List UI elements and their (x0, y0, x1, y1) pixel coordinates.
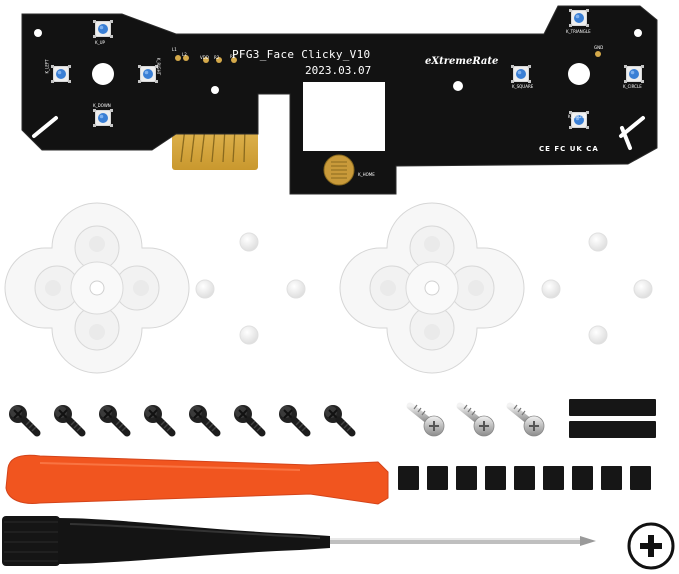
silk-k-circle: K_CIRCLE (623, 84, 642, 89)
tact-switch-left (51, 65, 71, 83)
silver-screw (460, 405, 494, 436)
silicone-dot (239, 325, 259, 345)
silk-k-cross: K_CROSS (568, 114, 587, 119)
silicone-dot (633, 279, 653, 299)
silk-k-square: K_SQUARE (512, 84, 534, 89)
silver-screw (510, 405, 544, 436)
tact-switch-square (511, 65, 531, 83)
silk-k-up: K_UP (95, 40, 105, 45)
dpad-membrane-right (339, 202, 525, 374)
silicone-dot (239, 232, 259, 252)
black-screw (54, 405, 82, 433)
screwdriver (2, 516, 596, 566)
silicone-dot (286, 279, 306, 299)
silicone-dot (541, 279, 561, 299)
silicone-dot (588, 232, 608, 252)
certification-marks: CE FC UK CA (539, 145, 599, 153)
phillips-plus-icon (627, 522, 675, 570)
pcb-brand-label: eXtremeRate (425, 56, 499, 67)
black-screw (144, 405, 172, 433)
pry-tool (5, 454, 389, 505)
silk-r2: R2 (214, 55, 220, 60)
silk-gnd: GND (594, 45, 604, 50)
dpad-membrane-left (4, 202, 190, 374)
silk-vdd: VDD (200, 55, 209, 60)
pcb-model-label: PFG3_Face Clicky_V10 (232, 48, 371, 61)
black-screw (234, 405, 262, 433)
pcb-date-label: 2023.03.07 (305, 64, 372, 77)
black-screw (324, 405, 352, 433)
tact-switch-up (93, 20, 113, 38)
silk-k-triangle: K_TRIANGLE (566, 29, 591, 34)
pcb-cutout (303, 82, 385, 151)
silk-k-right: K_RIGHT (156, 57, 162, 76)
foam-squares (398, 466, 651, 490)
silver-screw (410, 405, 444, 436)
silicone-dot (195, 279, 215, 299)
pcb-board (21, 5, 658, 195)
silk-l1: L1 (172, 47, 177, 52)
tact-switch-triangle (569, 9, 589, 27)
silk-l2: L2 (182, 52, 187, 57)
silk-r1: R1 (230, 54, 236, 59)
black-screw (189, 405, 217, 433)
silk-k-home: K_HOME (358, 172, 375, 177)
foam-strip (569, 421, 656, 438)
tact-switch-right (138, 65, 158, 83)
black-screw (99, 405, 127, 433)
black-screw (279, 405, 307, 433)
tact-switch-circle (624, 65, 644, 83)
foam-strip (569, 399, 656, 416)
silk-k-down: K_DOWN (93, 103, 111, 108)
silk-k-left: K_LEFT (44, 59, 50, 74)
black-screw (9, 405, 37, 433)
tact-switch-down (93, 109, 113, 127)
silicone-dot (588, 325, 608, 345)
